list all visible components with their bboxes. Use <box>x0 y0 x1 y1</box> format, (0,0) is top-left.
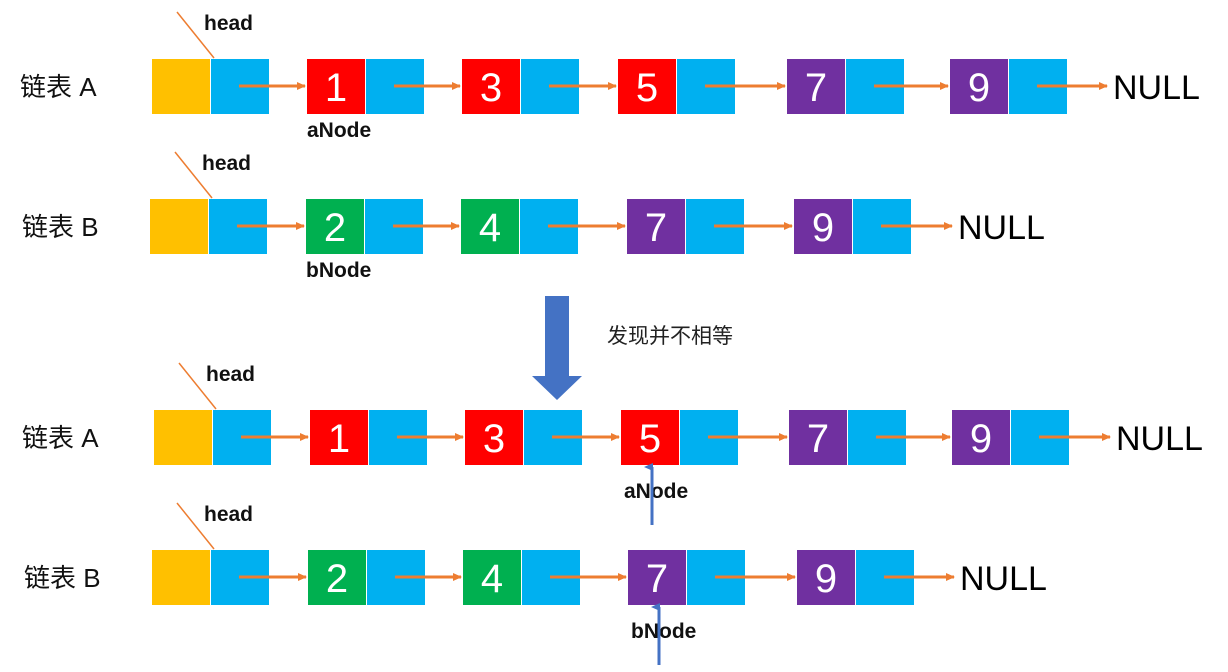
list-label: 链表 A <box>22 423 99 453</box>
node-value: 9 <box>815 557 837 601</box>
node-data-1 <box>310 410 368 465</box>
node-data-9 <box>794 199 852 254</box>
node-data-9 <box>950 59 1008 114</box>
node-data-2 <box>306 199 364 254</box>
pointer-label: aNode <box>307 119 371 142</box>
node-value: 2 <box>326 557 348 601</box>
pointer-label: bNode <box>306 259 371 282</box>
node-value: 4 <box>479 206 501 250</box>
list-label: 链表 B <box>22 212 99 242</box>
null-label: NULL <box>958 209 1045 247</box>
node-value: 4 <box>481 557 503 601</box>
node-data-5 <box>618 59 676 114</box>
head-pointer-line <box>178 362 217 410</box>
head-node-data <box>152 59 210 114</box>
head-node-data <box>154 410 212 465</box>
node-data-7 <box>627 199 685 254</box>
node-value: 1 <box>325 66 347 110</box>
node-data-5 <box>621 410 679 465</box>
transition-note: 发现并不相等 <box>607 325 733 348</box>
list-label: 链表 B <box>24 563 101 593</box>
head-node-data <box>150 199 208 254</box>
node-value: 3 <box>483 417 505 461</box>
node-data-9 <box>952 410 1010 465</box>
node-value: 3 <box>480 66 502 110</box>
node-data-4 <box>461 199 519 254</box>
null-label: NULL <box>1113 69 1200 107</box>
head-label: head <box>202 152 251 175</box>
node-data-3 <box>465 410 523 465</box>
transition-down-arrow <box>532 296 582 400</box>
node-data-7 <box>787 59 845 114</box>
node-value: 7 <box>646 557 668 601</box>
node-data-3 <box>462 59 520 114</box>
node-value: 9 <box>970 417 992 461</box>
row-before-list-a: 链表 A head 1 3 5 7 9 NULL aNode <box>20 11 1200 142</box>
row-after-list-a: 链表 A head 1 3 5 7 9 NULL aNode <box>22 362 1203 525</box>
node-data-4 <box>463 550 521 605</box>
head-node-data <box>152 550 210 605</box>
node-value: 9 <box>812 206 834 250</box>
node-value: 2 <box>324 206 346 250</box>
null-label: NULL <box>1116 420 1203 458</box>
head-pointer-line <box>176 11 215 59</box>
node-data-1 <box>307 59 365 114</box>
node-data-2 <box>308 550 366 605</box>
pointer-label: bNode <box>631 620 696 643</box>
node-value: 7 <box>645 206 667 250</box>
node-data-7 <box>789 410 847 465</box>
row-before-list-b: 链表 B head 2 4 7 9 NULL bNode <box>22 151 1045 282</box>
node-data-7 <box>628 550 686 605</box>
list-label: 链表 A <box>20 72 97 102</box>
node-value: 5 <box>636 66 658 110</box>
head-label: head <box>204 503 253 526</box>
head-pointer-line <box>174 151 213 199</box>
head-label: head <box>206 363 255 386</box>
node-value: 7 <box>805 66 827 110</box>
null-label: NULL <box>960 560 1047 598</box>
head-pointer-line <box>176 502 215 550</box>
node-value: 7 <box>807 417 829 461</box>
node-value: 9 <box>968 66 990 110</box>
pointer-label: aNode <box>624 480 688 503</box>
head-label: head <box>204 12 253 35</box>
node-value: 5 <box>639 417 661 461</box>
row-after-list-b: 链表 B head 2 4 7 9 NULL bNode <box>24 502 1047 665</box>
node-data-9 <box>797 550 855 605</box>
node-value: 1 <box>328 417 350 461</box>
